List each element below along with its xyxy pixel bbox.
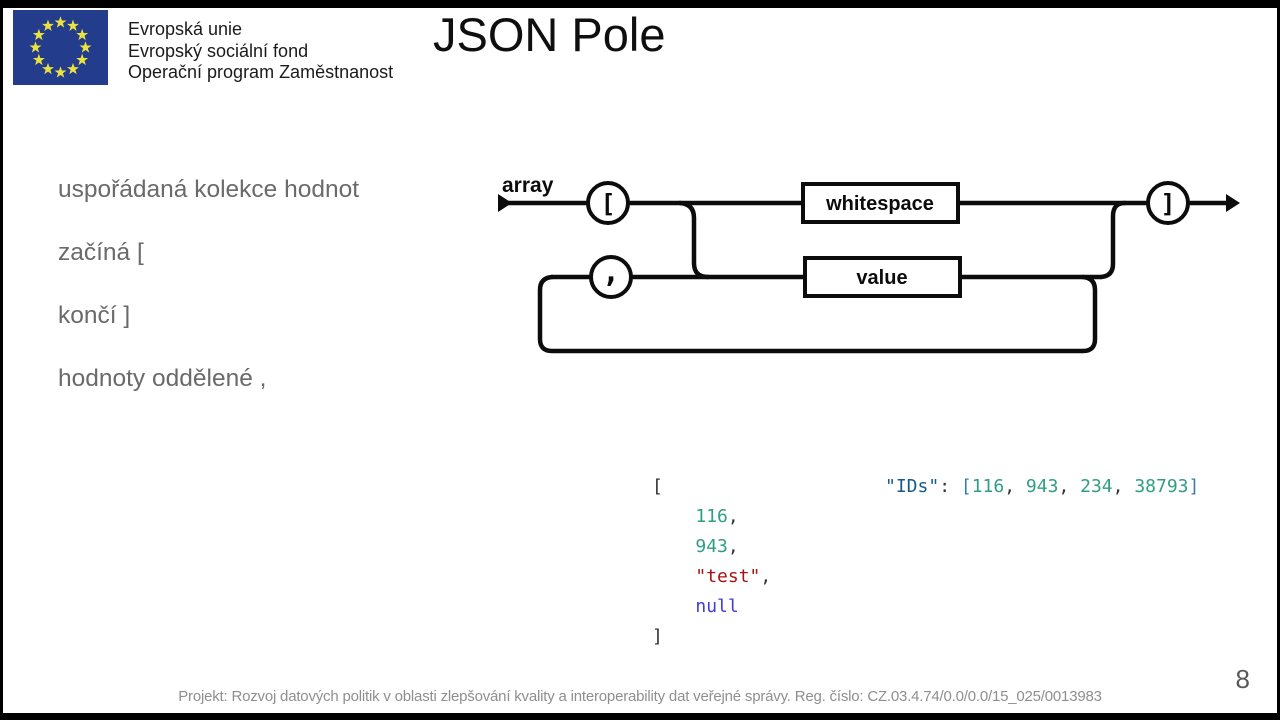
eu-star-icon [79,41,92,53]
bullet-starts-with: začíná [ [58,239,144,266]
eu-star-icon [76,28,89,41]
separator-node [589,255,633,299]
close-bracket-token: ] [1160,189,1175,218]
eu-star-icon [29,41,42,53]
code-line: 943, [695,536,739,557]
project-footer-note: Projekt: Rozvoj datových politik v oblas… [178,688,1102,705]
open-bracket-token: [ [600,189,615,218]
eu-star-icon [67,19,79,31]
eu-program-line: Operační program Zaměstnanost [128,62,394,82]
bullet-ends-with: končí ] [58,302,131,329]
eu-star-icon [32,28,45,41]
page-number: 8 [1235,664,1250,694]
eu-star-icon [32,53,45,66]
slide-background [3,8,1277,713]
eu-star-icon [42,62,54,75]
code-line: 116, [695,506,739,527]
code-line: "test", [695,566,772,587]
eu-program-text: Evropská unie Evropský sociální fond Ope… [128,19,393,84]
bullet-ordered-collection: uspořádaná kolekce hodnot [58,176,360,203]
eu-star-icon [54,16,67,28]
rail-branch-down [677,200,711,280]
json-array-example-multiline: [ 116, 943, "test", null] [652,472,771,652]
whitespace-box-label: whitespace [825,193,934,215]
code-line: null [695,596,739,617]
eu-star-icon [76,53,89,66]
eu-program-line: Evropská unie [128,19,243,39]
array-railroad-diagram: array [ , whitespace value ] [498,174,1240,354]
separator-token: , [602,255,620,290]
eu-star-icon [42,19,54,31]
value-box [803,256,962,298]
eu-flag-stars [29,16,92,78]
code-line: ] [652,626,663,647]
eu-program-line: Evropský sociální fond [128,40,309,61]
close-bracket-node [1146,181,1190,225]
value-box-label: value [856,267,907,289]
json-array-example-inline: "IDs": [116, 943, 234, 38793] [885,472,1199,502]
diagram-rule-label: array [502,174,554,197]
code-line: "IDs": [116, 943, 234, 38793] [885,476,1200,497]
eu-flag-logo [13,10,108,85]
diagram-end-arrow-icon [1226,194,1240,212]
eu-star-icon [67,62,79,75]
code-line: [ [652,476,663,497]
bullet-separated-by: hodnoty oddělené , [58,365,267,392]
whitespace-box [801,182,960,224]
eu-star-icon [54,66,67,78]
rail-repeat-loop [537,274,1098,354]
open-bracket-node [586,181,630,225]
slide-title: JSON Pole [433,8,666,61]
rail-merge-up [1098,200,1128,280]
